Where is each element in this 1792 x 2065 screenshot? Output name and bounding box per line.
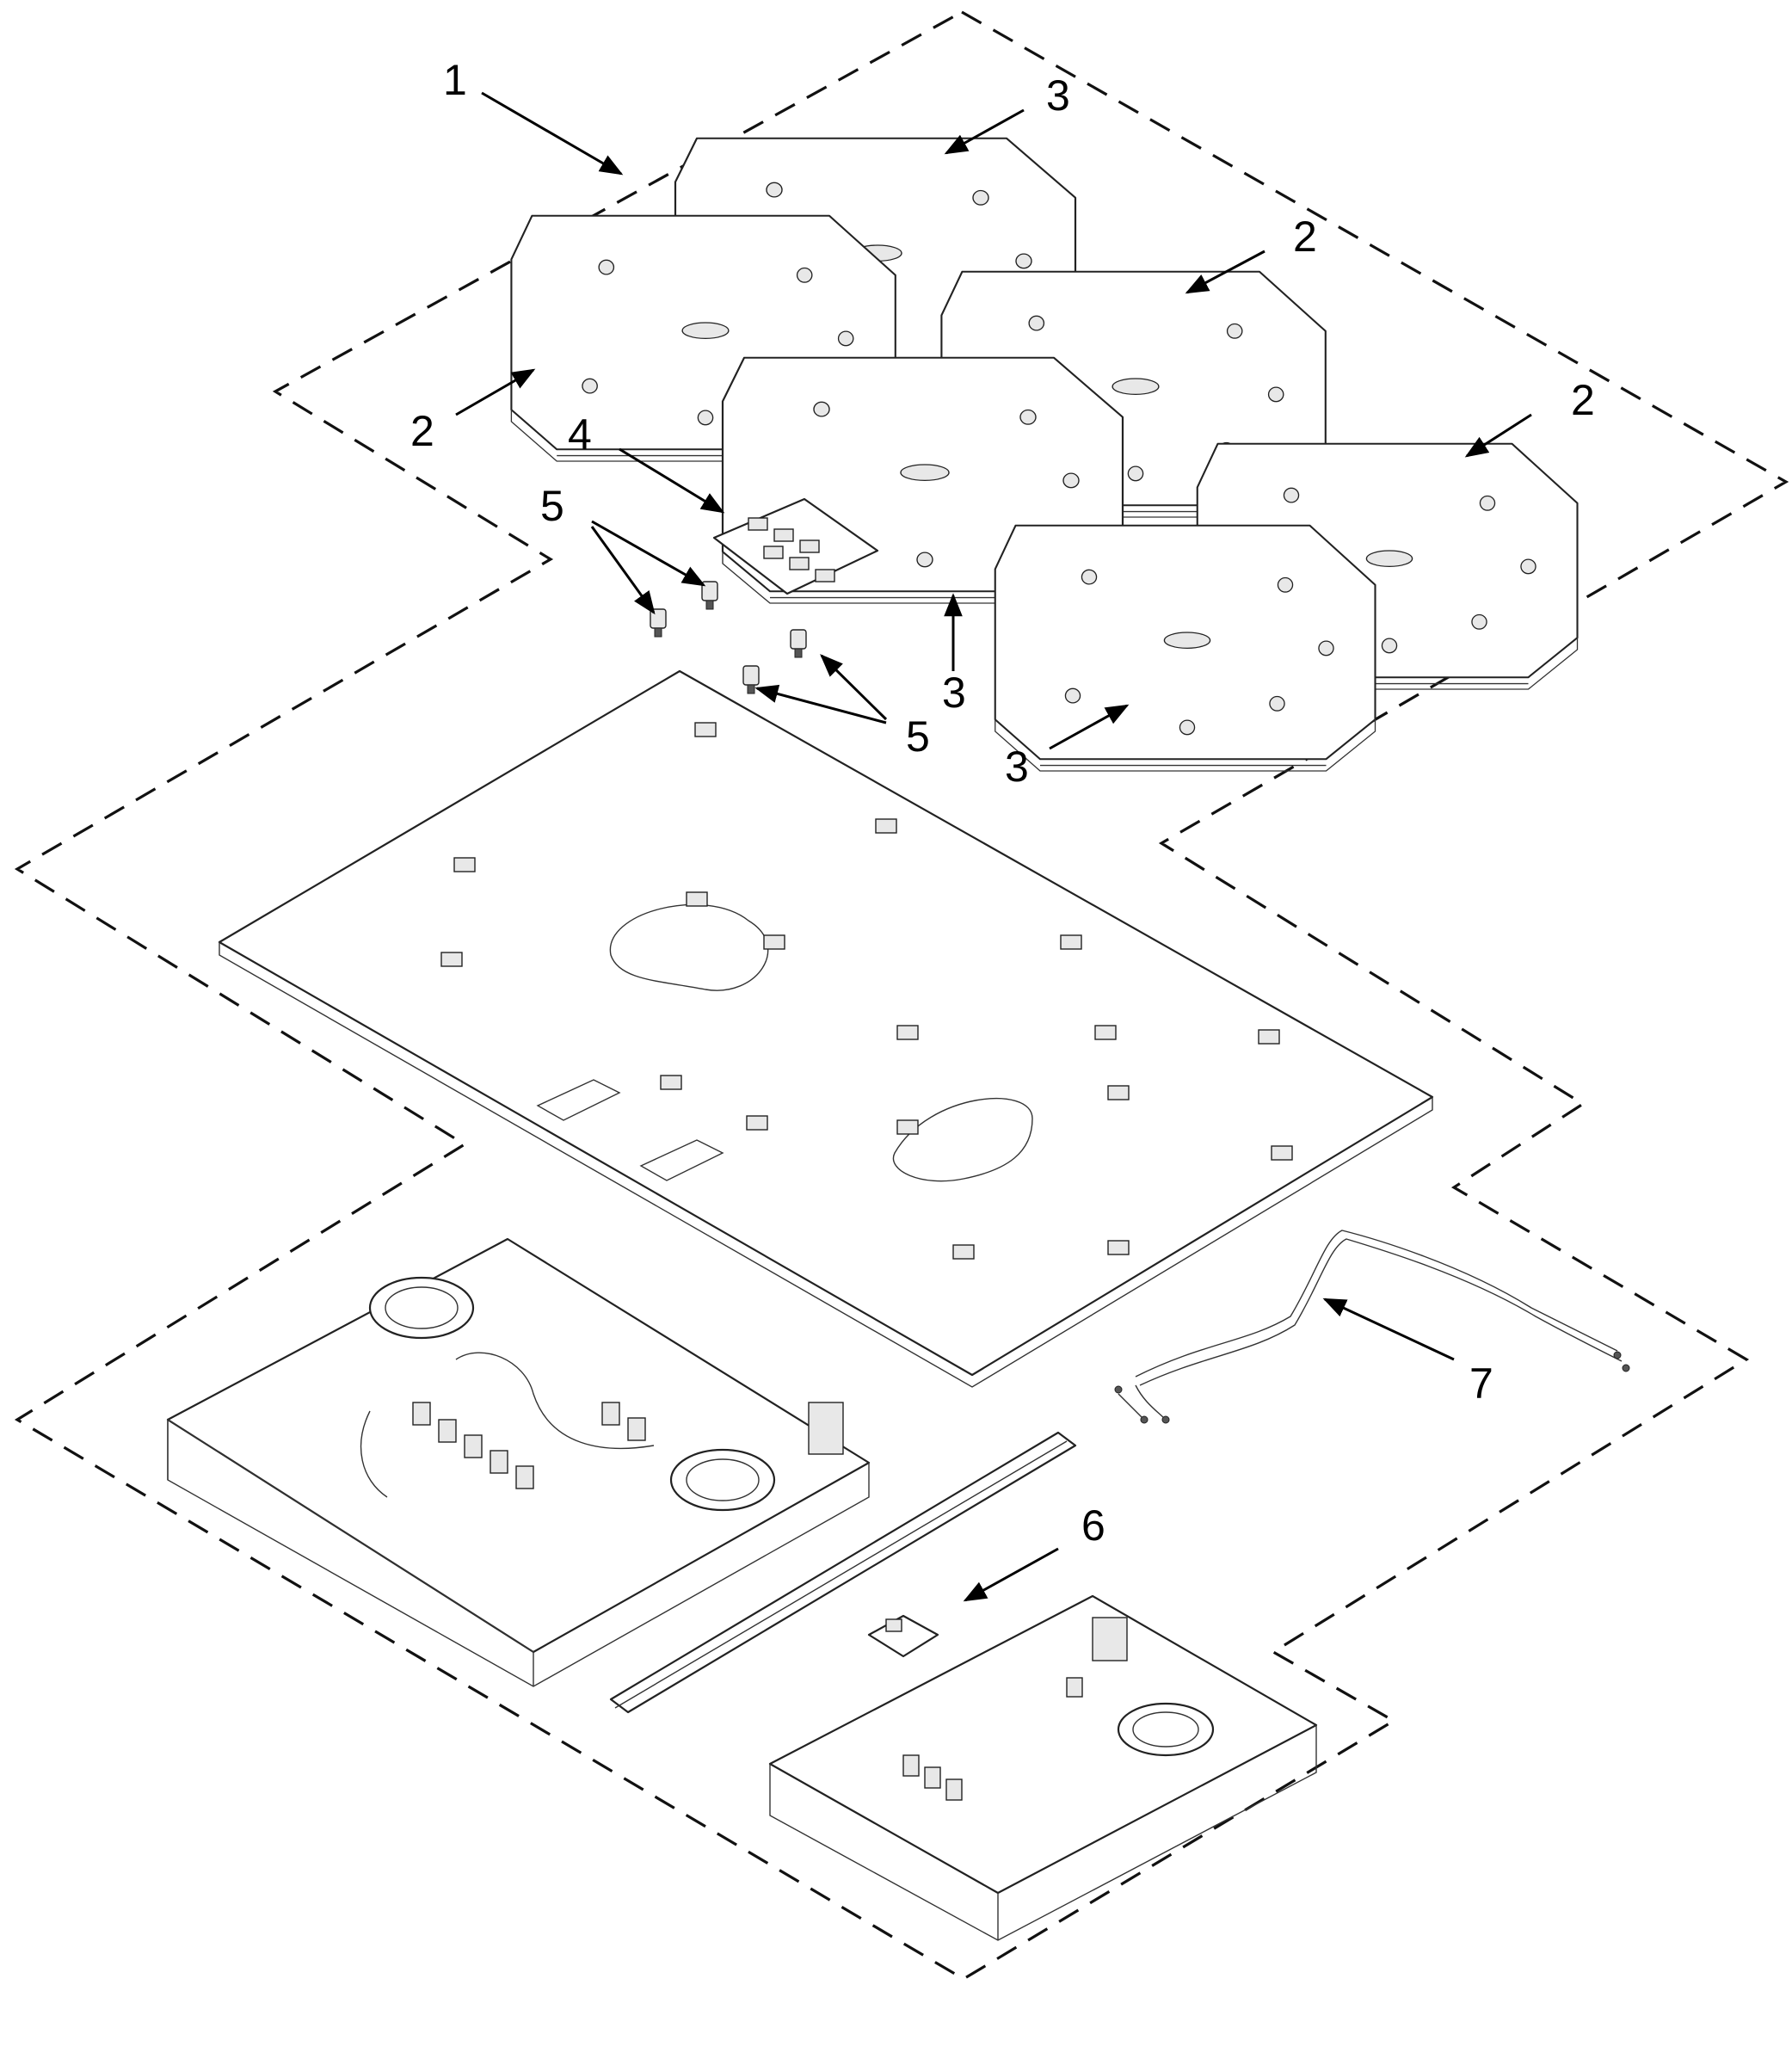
- clip-b: [701, 581, 718, 610]
- callout-2-right-upper: 2: [1293, 213, 1317, 261]
- callout-5-upper: 5: [540, 482, 564, 530]
- callout-2-right: 2: [1571, 376, 1595, 424]
- callout-6: 6: [1081, 1501, 1105, 1550]
- burner-coil-lower: [994, 524, 1376, 773]
- electronics-housing-right: [768, 1594, 1318, 1941]
- mounting-bracket: [867, 1614, 939, 1658]
- callout-3-top: 3: [1046, 71, 1070, 120]
- clip-c: [790, 629, 807, 658]
- assembly-outline-upper: [14, 10, 1789, 1981]
- callout-1: 1: [443, 56, 467, 104]
- callout-2-left: 2: [410, 407, 434, 455]
- connector-board: [712, 497, 879, 595]
- leader-lines: [455, 91, 1532, 1602]
- callout-7: 7: [1469, 1359, 1493, 1408]
- wire-harness: [1114, 1230, 1630, 1424]
- clip-a: [650, 608, 667, 638]
- support-plate: [218, 669, 1434, 1388]
- callout-3-center: 3: [942, 669, 966, 717]
- callout-3-lower: 3: [1005, 743, 1029, 791]
- electronics-housing-left: [166, 1237, 871, 1687]
- trim-strip: [609, 1431, 1077, 1714]
- clip-d: [742, 665, 760, 694]
- callout-4: 4: [568, 410, 592, 459]
- callout-5-lower: 5: [906, 712, 930, 761]
